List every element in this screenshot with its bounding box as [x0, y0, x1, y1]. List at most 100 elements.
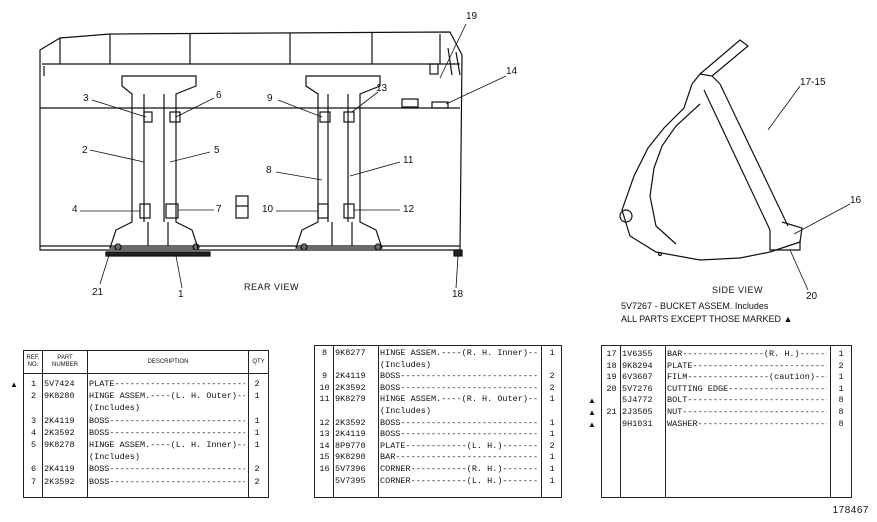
callout-17-15: 17-15 — [800, 77, 826, 88]
cell-desc: BOSS--------------------------- — [380, 383, 538, 393]
cell-ref: 15 — [319, 453, 330, 463]
callout-6: 6 — [216, 90, 222, 101]
cell-qty: 1 — [254, 392, 260, 402]
cell-desc: PLATE------------(L. H.)-------- — [380, 441, 538, 451]
cell-ref: 3 — [30, 416, 37, 426]
cell-desc: FILM----------------(caution)---- — [667, 373, 827, 383]
callout-9: 9 — [267, 93, 273, 104]
cell-part: 5V7395 — [335, 476, 366, 486]
cell-ref: 12 — [319, 418, 330, 428]
cell-part: 1V6355 — [622, 350, 653, 359]
table-row: (Includes) — [24, 404, 268, 414]
cell-part: 5V7424 — [44, 380, 75, 389]
cell-desc: HINGE ASSEM.----(L. H. Inner)--- — [89, 441, 245, 450]
callout-3: 3 — [83, 93, 89, 104]
assembly-note-2: ALL PARTS EXCEPT THOSE MARKED ▲ — [621, 314, 793, 324]
cell-qty: 8 — [838, 408, 844, 417]
side-view-drawing — [619, 39, 851, 291]
rear-view-caption: REAR VIEW — [244, 282, 300, 292]
marker-triangle-icon: ▲ — [588, 419, 596, 429]
cell-part: 9K8279 — [335, 395, 366, 405]
assembly-note: 5V7267 - BUCKET ASSEM. Includes — [621, 301, 769, 311]
table-row: 9H1031 WASHER----------------------------… — [602, 420, 851, 430]
table-row: (Includes) — [315, 407, 561, 417]
cell-desc: CUTTING EDGE---------------------- — [667, 384, 827, 394]
callout-7: 7 — [216, 204, 222, 215]
rear-view-drawing — [39, 23, 507, 289]
side-view-caption: SIDE VIEW — [712, 285, 764, 295]
cell-ref: 21 — [606, 408, 617, 417]
cell-qty: 1 — [549, 465, 555, 474]
cell-qty: 1 — [549, 349, 555, 358]
table-row: 21 2J3505 NUT-----------------------------… — [602, 408, 851, 418]
callout-12: 12 — [403, 204, 415, 215]
cell-part: 2K4119 — [44, 416, 75, 426]
cell-qty: 1 — [254, 416, 260, 426]
cell-desc: CORNER-----------(R. H.)-------- — [380, 465, 538, 474]
cell-part: 2K3592 — [335, 418, 366, 428]
cell-qty: 2 — [254, 477, 260, 487]
cell-desc: CORNER-----------(L. H.)-------- — [380, 476, 538, 486]
cell-part: 5V7276 — [622, 384, 653, 394]
cell-part: 9K8280 — [44, 392, 75, 402]
callout-14: 14 — [506, 66, 518, 77]
cell-qty: 2 — [549, 441, 555, 451]
table-row: 16 5V7396 CORNER-----------(R. H.)--------… — [315, 465, 561, 475]
cell-part: 9K8290 — [335, 453, 366, 463]
cell-ref: 5 — [30, 441, 37, 450]
marker-triangle-icon: ▲ — [588, 396, 596, 406]
cell-qty: 1 — [549, 395, 555, 405]
cell-qty: 1 — [549, 418, 555, 428]
cell-part: 2K3592 — [44, 477, 75, 487]
cell-part: 2K4119 — [44, 465, 75, 475]
cell-part: 6V3607 — [622, 373, 653, 383]
cell-desc: PLATE----------------------------- — [667, 361, 827, 371]
callout-20: 20 — [806, 291, 818, 302]
cell-qty: 1 — [838, 384, 844, 394]
cell-part: 9K8277 — [335, 349, 366, 358]
cell-qty: 1 — [549, 453, 555, 463]
cell-ref: 10 — [319, 383, 330, 393]
cell-qty: 1 — [254, 441, 260, 450]
cell-desc: NUT------------------------------- — [667, 408, 827, 417]
cell-qty: 8 — [838, 396, 844, 406]
cell-desc: HINGE ASSEM.----(R. H. Inner)-- — [380, 349, 538, 358]
cell-part: 2K4119 — [335, 372, 366, 382]
callout-13: 13 — [376, 83, 388, 94]
header-qty: QTY — [252, 359, 265, 365]
cell-ref: 13 — [319, 430, 330, 440]
callout-21: 21 — [92, 287, 104, 298]
cell-desc: (Includes) — [89, 404, 141, 414]
cell-desc: HINGE ASSEM.----(L. H. Outer)--- — [89, 392, 245, 402]
cell-desc: BOSS--------------------------- — [89, 465, 245, 475]
cell-desc: (Includes) — [380, 360, 432, 370]
callout-5: 5 — [214, 145, 220, 156]
cell-ref: 16 — [319, 465, 330, 474]
cell-desc: BOSS--------------------------- — [89, 477, 245, 487]
cell-part: 9H1031 — [622, 419, 653, 429]
cell-ref: 1 — [30, 380, 37, 389]
cell-part: 8P9770 — [335, 441, 366, 451]
callout-2: 2 — [82, 145, 88, 156]
cell-part: 5V7396 — [335, 465, 366, 474]
callout-19: 19 — [466, 11, 478, 22]
callout-18: 18 — [452, 289, 464, 300]
cell-desc: BOLT------------------------------ — [667, 396, 827, 406]
callout-10: 10 — [262, 204, 274, 215]
cell-part: 2J3505 — [622, 408, 653, 417]
cell-qty: 1 — [549, 430, 555, 440]
cell-desc: WASHER---------------------------- — [667, 419, 827, 429]
